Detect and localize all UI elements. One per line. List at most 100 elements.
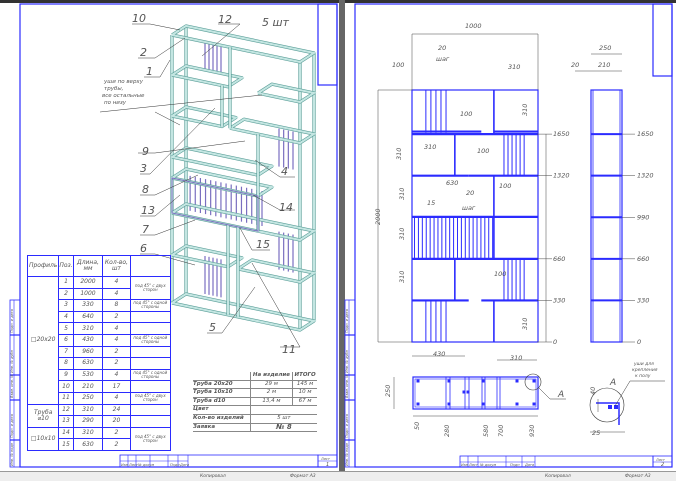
summary-row: Цвет: [193, 405, 317, 415]
format-label: Формат A3: [625, 473, 651, 479]
stamp-col: № докум: [137, 463, 154, 467]
side-stamp-label: Инв. № подл: [345, 442, 349, 466]
detail-a-circle: [524, 373, 542, 391]
side-stamp-label: Инв. № дубл: [10, 349, 14, 373]
iso-leaders: [99, 23, 301, 348]
summary-header-cell: На изделие: [249, 372, 293, 381]
front-level-label: 330: [553, 296, 565, 304]
detail-note-line: уши для: [633, 362, 654, 367]
sheet-label: Лист: [320, 457, 331, 461]
dim-inner: 210: [598, 61, 610, 69]
side-stamp-1: Подп. и дата Инв. № дубл Взам. инв. № По…: [10, 309, 14, 466]
dim-height: 2000: [374, 208, 382, 225]
callout-11: 11: [282, 343, 296, 356]
pos-cell: 2: [58, 287, 74, 301]
lug-mark: [515, 402, 519, 406]
pos-cell: 13: [58, 415, 74, 428]
note-cell: [129, 322, 172, 335]
dim-width: 1000: [465, 22, 482, 30]
qty-cell: 2: [102, 426, 131, 440]
qty-cell: 4: [102, 287, 131, 301]
length-cell: 330: [72, 299, 104, 312]
dim-310: 310: [424, 143, 436, 151]
qty-cell: 2: [102, 438, 131, 451]
callout-1: 1: [146, 65, 153, 78]
qty-cell: 2: [102, 357, 131, 370]
dim-100: 100: [392, 61, 404, 69]
lug-mark: [532, 402, 536, 406]
stamp-col: Подп: [510, 463, 520, 467]
lug-mark: [466, 390, 470, 394]
lug-mark: [416, 402, 420, 406]
pos-cell: 1: [58, 276, 74, 289]
front-level-label: 0: [553, 338, 557, 346]
dim-100: 100: [460, 110, 472, 118]
length-cell: 2000: [72, 276, 104, 289]
callout-4: 4: [281, 165, 288, 178]
dim-top: 930: [528, 425, 536, 437]
length-cell: 530: [72, 368, 104, 382]
stamp-col: Дата: [179, 463, 189, 467]
side-stamp-2: Подп. и дата Инв. № дубл Взам. инв. № По…: [345, 309, 349, 466]
lug-note: уши по верху трубы, все остальные по низ…: [102, 79, 145, 106]
dim-step-width: 20: [466, 189, 474, 197]
note-cell: под 45° с одной стороны: [129, 333, 172, 347]
format-label: Формат A3: [290, 473, 316, 479]
dim-top: 280: [443, 425, 451, 437]
pos-cell: 6: [58, 333, 74, 347]
quantity-note: 5 шт: [262, 16, 290, 29]
dim-100: 100: [494, 270, 506, 278]
iso-shelf: [171, 24, 316, 64]
pos-cell: 9: [58, 368, 74, 382]
detail-a-leader: [538, 387, 566, 400]
summary-header-cell: ИТОГО: [292, 372, 317, 381]
front-dimensions: 1000 20 шаг 100 310 100 310 100 630 100 …: [374, 22, 611, 362]
qty-cell: 2: [102, 345, 131, 359]
pos-cell: 14: [58, 426, 74, 440]
detail-a-marker: A: [557, 390, 564, 400]
side-outer-frame: [590, 89, 623, 343]
qty-cell: 8: [102, 299, 131, 312]
iso-shelf: [171, 244, 245, 268]
lug-mark: [462, 390, 466, 394]
sheet-number: 2: [661, 462, 664, 468]
pos-cell: 3: [58, 299, 74, 312]
lug-mark: [416, 379, 420, 383]
length-cell: 1000: [72, 287, 104, 301]
pos-cell: 7: [58, 345, 74, 359]
top-view: [393, 373, 665, 433]
length-cell: 640: [72, 310, 104, 324]
side-stamp-label: Подп. и дата: [10, 309, 14, 333]
qty-cell: 4: [102, 368, 131, 382]
dim-310: 310: [510, 354, 522, 362]
front-level-label: 660: [553, 255, 565, 263]
callout-6: 6: [140, 242, 147, 255]
lug-note-line: трубы,: [104, 86, 124, 92]
iso-shelf: [237, 258, 317, 284]
parts-header-cell: Поз.: [58, 255, 74, 277]
isometric-view: [170, 24, 317, 332]
length-cell: 630: [72, 438, 104, 451]
iso-shelf: [257, 83, 317, 104]
length-cell: 310: [72, 322, 104, 335]
parts-header-cell: Кол-во, шт: [102, 255, 131, 277]
detail-a-title: A: [609, 378, 616, 388]
iso-rod-frame: [171, 177, 259, 232]
dim-top: 580: [482, 425, 490, 437]
note-cell: [129, 415, 172, 428]
dim-25: 25: [592, 429, 600, 437]
summary-cell: 67 м: [292, 397, 317, 407]
detail-a-view: [589, 387, 625, 423]
dim-310: 310: [508, 63, 520, 71]
profile-cell: Труба ⌀10: [26, 403, 60, 428]
dim-40: 40: [589, 387, 597, 395]
iso-shelf: [171, 146, 275, 177]
